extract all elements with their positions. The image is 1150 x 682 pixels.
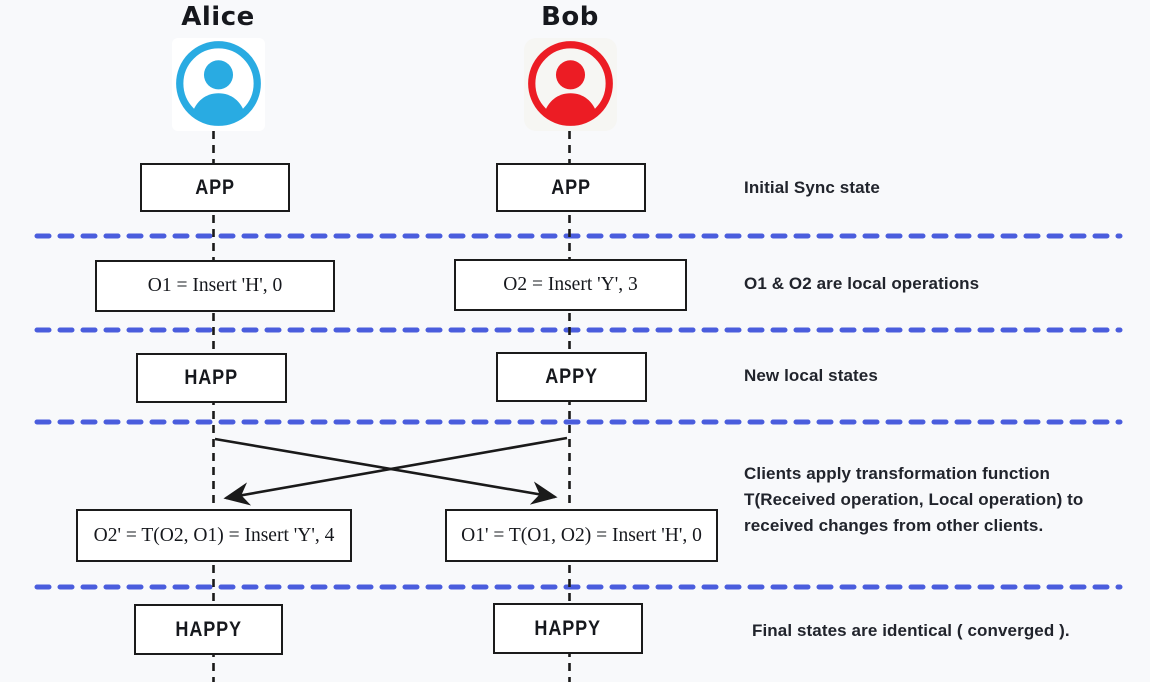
alice-operation-box: O1 = Insert 'H', 0 xyxy=(95,260,335,312)
bob-to-alice-arrow xyxy=(223,436,568,506)
person-icon xyxy=(528,41,613,126)
annotation-new-states: New local states xyxy=(744,366,878,385)
annotation-local-operations: O1 & O2 are local operations xyxy=(744,274,980,293)
person-icon xyxy=(176,41,261,126)
annotation-transform-note-line2: T(Received operation, Local operation) t… xyxy=(744,490,1084,509)
annotation-initial-sync: Initial Sync state xyxy=(744,178,880,197)
alice-final-state-box: HAPPY xyxy=(134,604,283,655)
alice-transformed-op-box: O2' = T(O2, O1) = Insert 'Y', 4 xyxy=(76,509,352,562)
annotation-transform-note-line3: received changes from other clients. xyxy=(744,516,1044,535)
alice-name-label: Alice xyxy=(181,2,255,32)
bob-new-state-box: APPY xyxy=(496,352,647,402)
alice-initial-state-text: APP xyxy=(195,175,235,199)
bob-initial-state-text: APP xyxy=(551,175,591,199)
bob-operation-text: O2 = Insert 'Y', 3 xyxy=(503,274,638,295)
annotation-transform-note: Clients apply transformation function T(… xyxy=(744,461,1083,539)
client-timelines xyxy=(212,131,571,682)
sync-divider-lines xyxy=(34,233,1123,590)
alice-new-state-text: HAPP xyxy=(184,366,239,389)
exchange-arrows xyxy=(214,436,568,506)
annotation-transform-note-line1: Clients apply transformation function xyxy=(744,464,1050,483)
annotation-final-converged: Final states are identical ( converged )… xyxy=(752,621,1070,640)
alice-transformed-op-text: O2' = T(O2, O1) = Insert 'Y', 4 xyxy=(93,524,335,546)
bob-name-label: Bob xyxy=(541,2,599,32)
bob-avatar xyxy=(524,38,617,131)
alice-operation-text: O1 = Insert 'H', 0 xyxy=(147,275,283,296)
alice-new-state-box: HAPP xyxy=(136,353,287,403)
alice-initial-state-box: APP xyxy=(140,163,290,212)
bob-final-state-text: HAPPY xyxy=(534,616,602,640)
bob-operation-box: O2 = Insert 'Y', 3 xyxy=(454,259,687,311)
bob-new-state-text: APPY xyxy=(545,365,598,388)
bob-final-state-box: HAPPY xyxy=(493,603,643,654)
alice-to-bob-arrow xyxy=(214,437,558,505)
bob-transformed-op-text: O1' = T(O1, O2) = Insert 'H', 0 xyxy=(461,524,702,546)
alice-avatar xyxy=(172,38,265,131)
bob-initial-state-box: APP xyxy=(496,163,646,212)
alice-final-state-text: HAPPY xyxy=(175,617,242,641)
bob-transformed-op-box: O1' = T(O1, O2) = Insert 'H', 0 xyxy=(445,509,718,562)
